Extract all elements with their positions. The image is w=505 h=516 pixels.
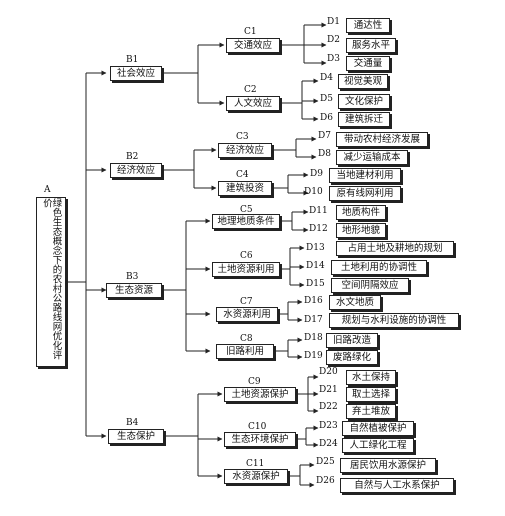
c3-code: C3: [236, 132, 249, 142]
c1-node: 交通效应: [226, 38, 280, 53]
c4-code: C4: [236, 170, 249, 180]
c11-code: C11: [246, 459, 265, 469]
d19-code: D19: [304, 351, 323, 361]
d16-code: D16: [304, 296, 323, 306]
d25-node: 居民饮用水源保护: [340, 458, 436, 473]
d11-node: 地质构件: [336, 205, 386, 220]
d10-node: 原有线网利用: [329, 186, 401, 201]
b4-code: B4: [126, 418, 139, 428]
c11-node: 水资源保护: [224, 469, 288, 484]
b2-code: B2: [126, 152, 139, 162]
d5-node: 文化保护: [338, 94, 390, 109]
d8-node: 减少运输成本: [336, 150, 408, 165]
b1-node: 社会效应: [110, 66, 162, 81]
d17-node: 规划与水利设施的协调性: [329, 313, 459, 328]
d4-node: 视觉美观: [338, 74, 388, 89]
d21-node: 取土选择: [346, 387, 396, 402]
d25-code: D25: [316, 457, 335, 467]
d15-node: 空间阴隔效应: [331, 278, 409, 293]
d24-code: D24: [319, 439, 338, 449]
c2-code: C2: [244, 85, 257, 95]
d13-node: 占用土地及耕地的规划: [336, 241, 454, 256]
d22-node: 弃土堆放: [346, 404, 396, 419]
c7-code: C7: [240, 297, 253, 307]
d6-code: D6: [320, 113, 333, 123]
d3-node: 交通量: [346, 56, 390, 71]
d14-node: 土地利用的协调性: [331, 260, 427, 275]
d6-node: 建筑拆迁: [338, 112, 390, 127]
root-label: 绿色生态概念下的农村公路线网优化评价: [41, 198, 62, 360]
d7-node: 带动农村经济发展: [336, 132, 428, 147]
d7-code: D7: [318, 131, 331, 141]
d1-code: D1: [327, 17, 340, 27]
d20-node: 水土保持: [346, 370, 396, 385]
b4-node: 生态保护: [108, 429, 164, 444]
c10-node: 生态环境保护: [224, 432, 296, 447]
d8-code: D8: [318, 149, 331, 159]
d26-code: D26: [316, 476, 335, 486]
d23-code: D23: [319, 421, 338, 431]
d10-code: D10: [304, 187, 323, 197]
d23-node: 自然植被保护: [342, 421, 414, 436]
d15-code: D15: [306, 279, 325, 289]
d18-node: 旧路改造: [326, 333, 378, 348]
d9-node: 当地建材利用: [329, 168, 401, 183]
d3-code: D3: [327, 54, 340, 64]
d19-node: 废路绿化: [326, 350, 378, 365]
c8-code: C8: [240, 334, 253, 344]
d5-code: D5: [320, 94, 333, 104]
d21-code: D21: [319, 385, 338, 395]
d20-code: D20: [319, 367, 338, 377]
d4-code: D4: [320, 73, 333, 83]
c4-node: 建筑投资: [218, 181, 272, 196]
d18-code: D18: [304, 333, 323, 343]
b3-node: 生态资源: [106, 283, 162, 298]
d22-code: D22: [319, 402, 338, 412]
c5-code: C5: [240, 205, 253, 215]
c1-code: C1: [244, 27, 257, 37]
c9-code: C9: [248, 377, 261, 387]
b1-code: B1: [126, 55, 139, 65]
d2-node: 服务水平: [346, 38, 396, 53]
c3-node: 经济效应: [218, 143, 272, 158]
root-code: A: [44, 185, 51, 195]
d14-code: D14: [306, 261, 325, 271]
d2-code: D2: [327, 35, 340, 45]
d16-node: 水文地质: [329, 295, 381, 310]
c2-node: 人文效应: [226, 96, 280, 111]
d13-code: D13: [306, 243, 325, 253]
d26-node: 自然与人工水系保护: [340, 478, 454, 493]
d12-code: D12: [309, 224, 328, 234]
d1-node: 通达性: [346, 18, 390, 33]
c6-code: C6: [240, 251, 253, 261]
d11-code: D11: [309, 206, 328, 216]
c7-node: 水资源利用: [216, 307, 278, 322]
c5-node: 地理地质条件: [212, 214, 280, 229]
b2-node: 经济效应: [110, 163, 162, 178]
d9-code: D9: [310, 169, 323, 179]
b3-code: B3: [126, 272, 139, 282]
c6-node: 土地资源利用: [212, 262, 280, 277]
d17-code: D17: [304, 315, 323, 325]
d12-node: 地形地貌: [336, 223, 386, 238]
c8-node: 旧路利用: [216, 344, 274, 359]
d24-node: 人工绿化工程: [342, 438, 414, 453]
c10-code: C10: [248, 422, 267, 432]
c9-node: 土地资源保护: [224, 387, 296, 402]
root-node: 绿色生态概念下的农村公路线网优化评价: [36, 197, 66, 367]
